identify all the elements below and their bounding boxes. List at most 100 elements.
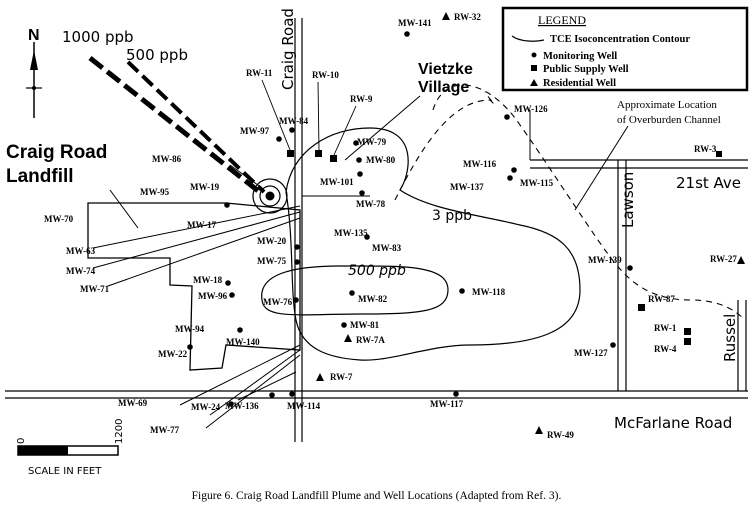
well-label: MW-84	[279, 116, 309, 126]
well-label: MW-136	[225, 401, 259, 411]
well-label: MW-97	[240, 126, 270, 136]
roads	[5, 18, 748, 442]
well-marker	[610, 342, 616, 348]
legend-title: LEGEND	[538, 13, 586, 27]
contour-3ppb-dashed	[394, 91, 495, 201]
well-label: MW-83	[372, 243, 402, 253]
public-well-marker	[315, 150, 322, 157]
well-marker	[359, 190, 365, 196]
plume-flow-arrows	[88, 56, 266, 196]
well-label: RW-1	[654, 323, 677, 333]
source-area	[252, 178, 288, 214]
scale-label-max: 1200	[114, 419, 125, 444]
well-marker	[269, 392, 275, 398]
public-well-marker	[684, 338, 691, 345]
well-label: MW-22	[158, 349, 188, 359]
well-marker	[293, 297, 299, 303]
channel-label-line-2: of Overburden Channel	[617, 114, 721, 126]
public-well-marker	[330, 155, 337, 162]
contour-label-3ppb: 3 ppb	[432, 208, 472, 224]
well-label: RW-10	[312, 70, 339, 80]
well-marker	[349, 290, 355, 296]
label-leaders	[261, 79, 357, 156]
well-label: RW-4	[654, 344, 677, 354]
well-label: MW-17	[187, 220, 217, 230]
road-label-lawson: Lawson	[619, 172, 637, 228]
residential-well-marker	[344, 334, 352, 342]
channel-label-line-1: Approximate Location	[617, 99, 717, 111]
well-label: RW-11	[246, 68, 273, 78]
well-label: MW-79	[357, 137, 387, 147]
well-marker	[357, 171, 363, 177]
residential-well-marker	[737, 256, 745, 264]
legend-item-contour: TCE Isoconcentration Contour	[550, 34, 690, 45]
well-marker	[187, 344, 193, 350]
legend-item-monitoring: Monitoring Well	[543, 51, 617, 62]
legend: LEGEND TCE Isoconcentration Contour Moni…	[501, 6, 749, 92]
figure-caption: Figure 6. Craig Road Landfill Plume and …	[191, 490, 562, 502]
well-label: MW-63	[66, 246, 96, 256]
well-label: MW-82	[358, 294, 388, 304]
residential-well-marker	[316, 373, 324, 381]
public-supply-wells	[287, 150, 722, 345]
well-label: MW-19	[190, 182, 220, 192]
well-labels: MW-141 MW-126 MW-97 MW-84 MW-79 MW-80 MW…	[44, 12, 737, 440]
flow-label-1000: 1000 ppb	[62, 28, 134, 46]
legend-monitoring-icon	[531, 52, 537, 58]
well-label: MW-96	[198, 291, 228, 301]
well-marker	[511, 167, 517, 173]
leader-lines	[92, 164, 301, 429]
well-marker	[459, 288, 465, 294]
road-label-mcfarlane: McFarlane Road	[614, 414, 732, 432]
well-marker	[229, 292, 235, 298]
well-label: MW-135	[334, 228, 368, 238]
well-label: MW-86	[152, 154, 182, 164]
well-label: MW-77	[150, 425, 180, 435]
well-marker	[276, 136, 282, 142]
landfill-label-line-2: Landfill	[6, 166, 74, 187]
public-well-marker	[287, 150, 294, 157]
well-label: MW-71	[80, 284, 110, 294]
legend-item-public: Public Supply Well	[543, 64, 629, 75]
well-marker	[453, 391, 459, 397]
well-label: MW-140	[226, 337, 260, 347]
well-label: MW-118	[472, 287, 506, 297]
well-marker	[341, 322, 347, 328]
legend-public-icon	[531, 65, 537, 71]
well-marker	[294, 244, 300, 250]
well-marker	[627, 265, 633, 271]
road-label-craig: Craig Road	[279, 8, 297, 90]
well-label: MW-94	[175, 324, 205, 334]
well-label: MW-114	[287, 401, 321, 411]
residential-well-marker	[442, 12, 450, 20]
contour-label-500ppb: 500 ppb	[348, 263, 406, 279]
scale-label-text: SCALE IN FEET	[28, 466, 102, 477]
scale-label-zero: 0	[16, 438, 27, 444]
well-label: RW-27	[710, 254, 737, 264]
well-label: RW-7A	[356, 335, 385, 345]
well-label: RW-87	[648, 294, 675, 304]
residential-wells	[316, 12, 745, 434]
road-label-21st-ave: 21st Ave	[676, 174, 741, 192]
well-marker	[289, 391, 295, 397]
well-marker	[224, 202, 230, 208]
well-label: RW-9	[350, 94, 373, 104]
well-label: MW-116	[463, 159, 497, 169]
well-label: MW-127	[574, 348, 608, 358]
well-marker	[364, 234, 370, 240]
scale-bar: 0 1200 SCALE IN FEET	[16, 419, 125, 477]
well-label: MW-74	[66, 266, 96, 276]
well-label: MW-69	[118, 398, 148, 408]
well-marker	[228, 401, 234, 407]
well-marker	[504, 114, 510, 120]
well-label: RW-32	[454, 12, 481, 22]
well-label: MW-137	[450, 182, 484, 192]
well-marker	[353, 140, 359, 146]
channel-dashed	[432, 84, 746, 321]
landfill-label-line-1: Craig Road	[6, 142, 107, 163]
well-marker	[289, 127, 295, 133]
contour-500ppb	[261, 265, 449, 316]
well-marker	[294, 259, 300, 265]
well-label: MW-70	[44, 214, 74, 224]
flow-label-500: 500 ppb	[126, 46, 188, 64]
